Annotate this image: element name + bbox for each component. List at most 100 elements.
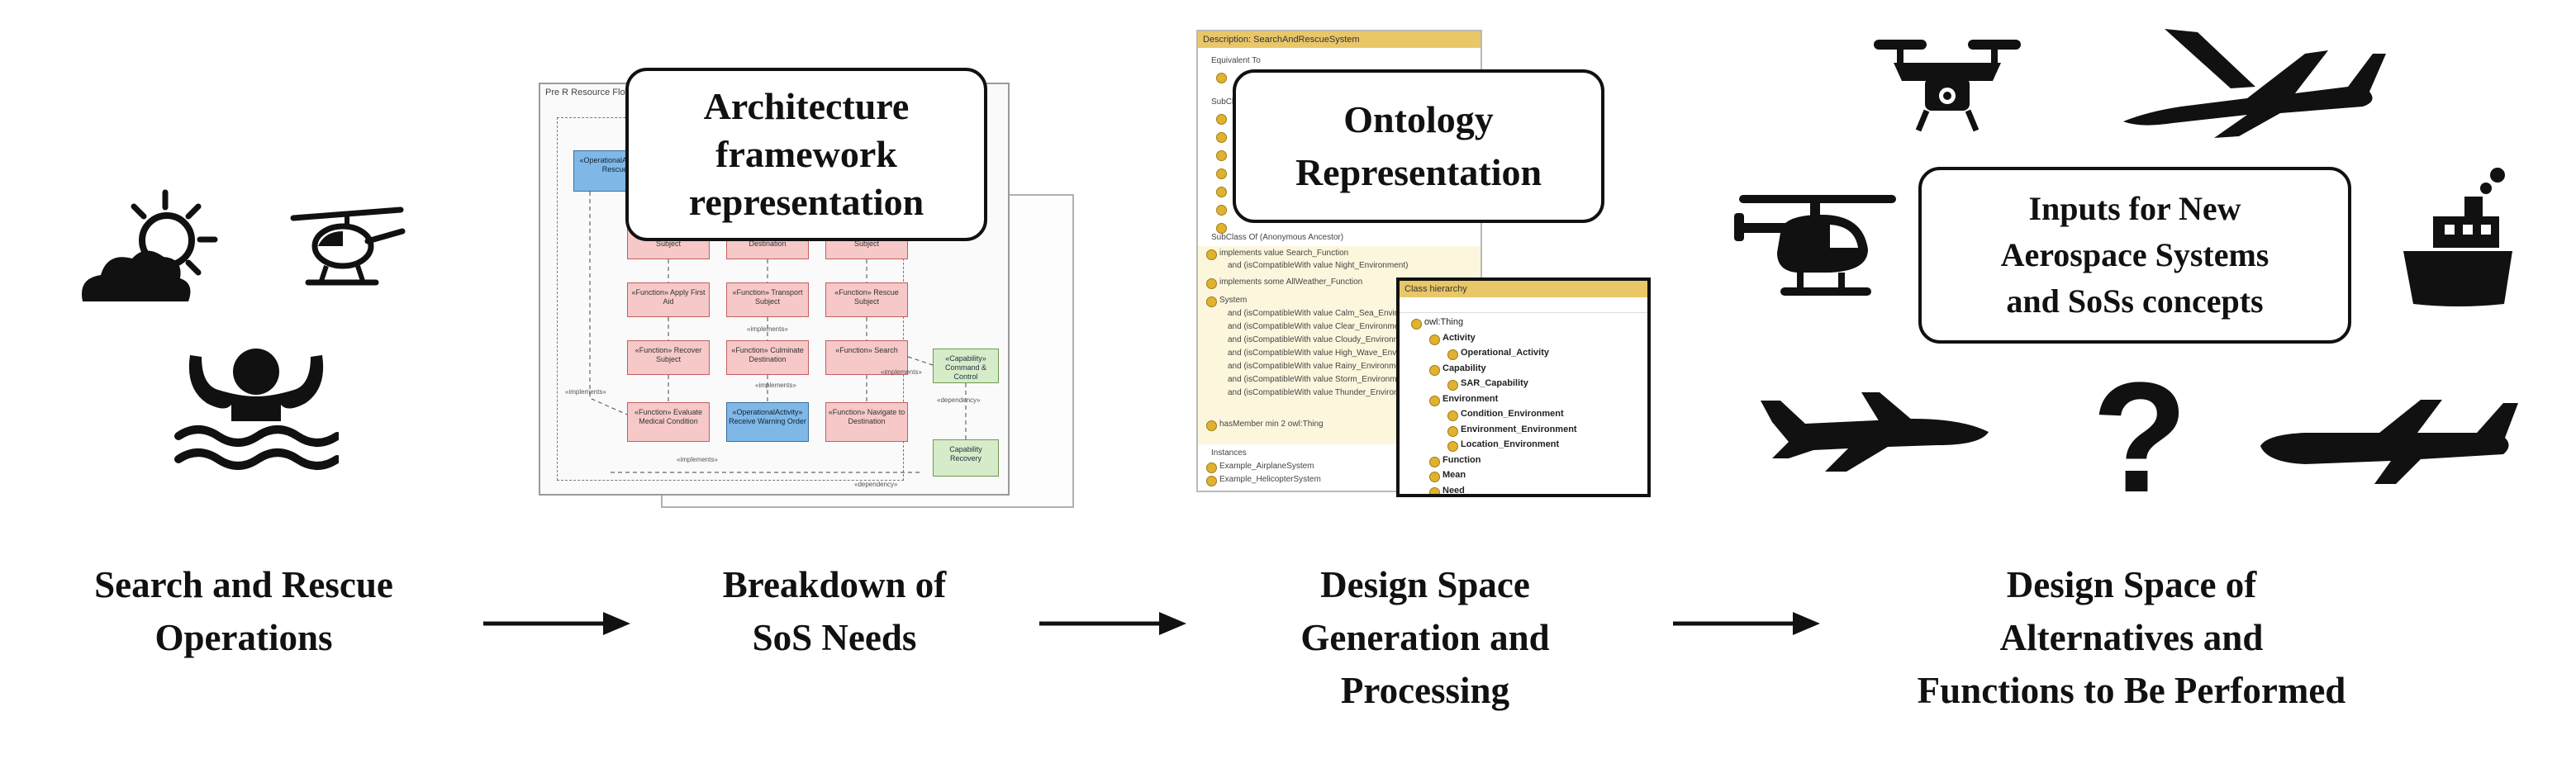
axiom-line: and (isCompatibleWith value Calm_Sea_Env… [1228,309,1428,318]
callout-line: Architecture [703,85,910,127]
callout-line: framework [715,133,897,175]
class-dot-icon [1216,132,1227,143]
function-box: «Function» Navigate to Destination [825,402,908,442]
instance-dot-icon [1206,463,1217,473]
class-hierarchy-header: Class hierarchy [1400,281,1647,297]
tree-class-dot-icon [1447,441,1458,452]
stage-label-line: Functions to Be Performed [1917,670,2346,711]
connector-label: «implements» [881,368,922,376]
instance-line: Example_HelicopterSystem [1219,475,1321,484]
tree-class-item[interactable]: Location_Environment [1461,439,1560,449]
callout-line: Ontology [1343,98,1494,140]
axiom-line: and (isCompatibleWith value High_Wave_En… [1228,349,1432,358]
drone-icon [1874,40,2021,132]
section-label: SubClass Of (Anonymous Ancestor) [1211,233,1344,242]
helicopter-icon [290,206,406,286]
tree-class-item[interactable]: owl:Thing [1424,317,1464,327]
flow-arrow [1673,612,1820,635]
tree-class-item[interactable]: Environment [1442,393,1499,404]
capability-box: Capability Recovery [933,439,999,477]
callout-line: Inputs for New [2028,190,2241,227]
axiom-line: System [1219,296,1248,305]
axiom-line: and (isCompatibleWith value Night_Enviro… [1228,261,1409,270]
question-icon: ? [2091,350,2189,525]
connector-label: «dependency» [937,396,981,404]
axiom-line: implements some AllWeather_Function [1219,278,1363,287]
tree-class-item[interactable]: Function [1442,454,1481,465]
stage-label-search-and-rescue: Search and Rescue Operations [33,558,454,664]
tree-class-item[interactable]: Operational_Activity [1461,348,1549,358]
helicopter-icon [1734,195,1896,296]
sun-cloud-icon [81,189,218,301]
class-dot-icon [1206,278,1217,289]
stage-label-line: Generation and [1300,617,1550,658]
tree-class-dot-icon [1447,349,1458,360]
function-box: «Function» Evaluate Medical Condition [627,402,710,442]
axiom-line: and (isCompatibleWith value Clear_Enviro… [1228,322,1409,331]
class-dot-icon [1216,150,1227,161]
function-box: «Function» Transport Subject [726,282,809,317]
jet-icon [2260,400,2518,484]
uav-icon [1761,392,1989,472]
capability-box: «Capability» Command & Control [933,349,999,383]
tree-class-dot-icon [1429,486,1440,494]
tree-class-item[interactable]: Need [1442,485,1465,496]
tree-class-item[interactable]: Environment_Environment [1461,424,1577,434]
function-box: «Function» Culminate Destination [726,340,809,375]
connector-label: «implements» [565,388,606,396]
tree-class-dot-icon [1429,334,1440,345]
axiom-line: and (isCompatibleWith value Storm_Enviro… [1228,375,1411,384]
tree-class-dot-icon [1429,395,1440,406]
flow-arrow [1039,612,1186,635]
swimmer-in-water-icon [174,349,339,470]
axiom-line: and (isCompatibleWith value Thunder_Envi… [1228,388,1420,397]
tree-class-dot-icon [1411,319,1422,330]
axiom-line: and (isCompatibleWith value Cloudy_Envir… [1228,335,1415,344]
tree-class-item[interactable]: Condition_Environment [1461,409,1564,419]
stage-label-line: Alternatives and [1999,617,2264,658]
class-dot-icon [1216,205,1227,216]
tree-class-dot-icon [1429,456,1440,467]
class-dot-icon [1216,114,1227,125]
tree-class-item[interactable]: Activity [1442,332,1476,343]
ontology-panel-header: Description: SearchAndRescueSystem [1198,31,1480,48]
stage-label-line: Operations [154,617,333,658]
stage-label-line: Design Space of [2006,564,2257,605]
stage-label-line: SoS Needs [752,617,917,658]
section-label: Equivalent To [1211,56,1261,65]
class-dot-icon [1206,249,1217,260]
tree-class-item[interactable]: Capability [1442,363,1486,373]
ontology-callout: Ontology Representation [1233,69,1604,223]
stage-label-design-space-generation: Design Space Generation and Processing [1214,558,1636,717]
function-box: «Function» Recover Subject [627,340,710,375]
callout-line: and SoSs concepts [2006,282,2264,320]
function-box: «Function» Rescue Subject [825,282,908,317]
tree-class-dot-icon [1447,425,1458,437]
class-dot-icon [1216,223,1227,234]
class-dot-icon [1216,187,1227,197]
architecture-callout: Architecture framework representation [625,68,987,241]
stage-label-breakdown: Breakdown of SoS Needs [653,558,1016,664]
instance-dot-icon [1206,476,1217,486]
tree-class-dot-icon [1447,380,1458,391]
callout-line: representation [688,181,924,223]
tree-class-dot-icon [1447,410,1458,421]
activity-box: «OperationalActivity» Receive Warning Or… [726,402,809,442]
connector-label: «implements» [747,325,788,333]
ship-icon [2403,168,2512,306]
tree-class-dot-icon [1429,364,1440,376]
class-dot-icon [1216,168,1227,179]
diagram-title: Pre R Resource Flows [545,88,637,97]
class-dot-icon [1206,296,1217,307]
tree-class-item[interactable]: SAR_Capability [1461,378,1528,388]
function-box: «Function» Search [825,340,908,375]
flow-arrow [483,612,630,635]
tree-class-item[interactable]: Mean [1442,470,1466,480]
axiom-line: hasMember min 2 owl:Thing [1219,420,1324,429]
class-dot-icon [1206,420,1217,431]
stage-label-line: Design Space [1320,564,1530,605]
stage-label-line: Search and Rescue [94,564,393,605]
class-hierarchy-toolbar [1400,297,1647,313]
stage-label-design-space-alternatives: Design Space of Alternatives and Functio… [1818,558,2445,717]
